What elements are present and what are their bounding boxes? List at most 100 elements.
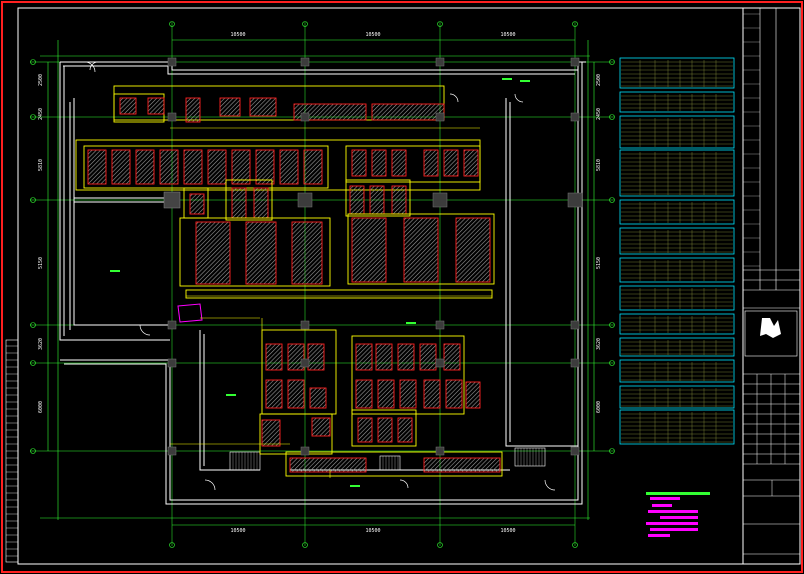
- title-block: [742, 7, 801, 565]
- equipment-outline: [259, 413, 333, 455]
- schedule-table: [619, 337, 735, 357]
- door-swing: [204, 479, 216, 491]
- column: [297, 192, 313, 208]
- note-line: [660, 516, 698, 519]
- equipment-unit: [357, 417, 373, 443]
- column: [300, 112, 310, 122]
- equipment-layout: [75, 78, 530, 487]
- equipment-unit: [185, 97, 201, 123]
- equipment-unit: [349, 185, 365, 215]
- right-dim-5: 3620: [596, 338, 602, 350]
- equipment-unit: [291, 221, 323, 285]
- column: [570, 112, 580, 122]
- column: [435, 57, 445, 67]
- note-line: [650, 528, 698, 531]
- grid-bubble: [302, 542, 308, 548]
- equipment-unit: [311, 417, 331, 437]
- grid-bubble: [609, 448, 615, 454]
- column: [432, 192, 448, 208]
- equipment-unit: [255, 149, 275, 185]
- equipment-outline: [351, 335, 465, 415]
- column: [163, 191, 181, 209]
- equipment-unit: [219, 97, 241, 117]
- equipment-unit: [375, 343, 393, 371]
- schedule-table: [619, 199, 735, 225]
- grid-bubble: [609, 114, 615, 120]
- grid-bubble: [437, 21, 443, 27]
- equipment-unit: [351, 149, 367, 177]
- equipment-unit: [231, 187, 247, 219]
- equipment-unit: [207, 149, 227, 185]
- column: [570, 446, 580, 456]
- door-swing: [449, 93, 459, 103]
- grid-bubble: [30, 448, 36, 454]
- column: [435, 320, 445, 330]
- equipment-unit: [443, 149, 459, 177]
- equipment-unit: [397, 417, 413, 443]
- tag-label: [350, 485, 360, 487]
- schedule-table: [619, 409, 735, 445]
- tag-label: [226, 394, 236, 396]
- equipment-unit: [443, 343, 461, 371]
- company-logo: [760, 318, 781, 338]
- grid-bubble: [609, 322, 615, 328]
- column: [435, 358, 445, 368]
- schedule-table: [619, 313, 735, 335]
- left-dim-6: 6000: [38, 401, 44, 413]
- column: [300, 320, 310, 330]
- door-swing: [514, 93, 524, 103]
- equipment-unit: [245, 221, 277, 285]
- equipment-unit: [445, 379, 463, 409]
- note-line: [648, 534, 670, 537]
- equipment-unit: [261, 419, 281, 447]
- equipment-unit: [377, 379, 395, 409]
- equipment-unit: [195, 221, 231, 285]
- door-swing: [89, 61, 99, 71]
- schedule-table: [619, 115, 735, 149]
- title-block-grid: [743, 13, 800, 555]
- equipment-unit: [265, 343, 283, 371]
- column: [300, 358, 310, 368]
- equipment-unit: [419, 343, 437, 371]
- left-dim-4: 5150: [38, 257, 44, 269]
- column: [567, 192, 583, 208]
- equipment-outline: [285, 451, 503, 477]
- equipment-unit: [391, 185, 407, 215]
- wall: [60, 66, 579, 501]
- schedule-table: [619, 285, 735, 311]
- equipment-unit: [111, 149, 131, 185]
- equipment-unit: [293, 103, 367, 121]
- equipment-unit: [183, 149, 203, 185]
- schedule-table: [619, 149, 735, 197]
- column: [570, 57, 580, 67]
- equipment-unit: [119, 97, 137, 115]
- equipment-unit: [399, 379, 417, 409]
- column: [167, 57, 177, 67]
- left-dim-3: 5810: [38, 159, 44, 171]
- wall: [199, 330, 260, 471]
- equipment-unit: [159, 149, 179, 185]
- equipment-unit: [279, 149, 299, 185]
- tag-label: [110, 270, 120, 272]
- company-logo-box: [744, 310, 798, 357]
- grid-bubble: [572, 21, 578, 27]
- binding-strip-lines: [6, 345, 18, 557]
- right-dim-4: 5150: [596, 257, 602, 269]
- door-swing: [544, 479, 556, 491]
- tag-label: [520, 80, 530, 82]
- equipment-unit: [253, 187, 269, 219]
- equipment-outline: [185, 289, 493, 299]
- left-dim-2: 2450: [38, 108, 44, 120]
- highlight-marker: [177, 303, 203, 323]
- stair: [379, 455, 401, 471]
- equipment-unit: [287, 379, 305, 409]
- equipment-outline: [225, 179, 273, 221]
- note-header-bar: [646, 492, 710, 495]
- note-line: [650, 497, 680, 500]
- equipment-unit: [391, 149, 407, 177]
- grid-bubble: [169, 542, 175, 548]
- right-dim-2: 2450: [596, 108, 602, 120]
- equipment-unit: [355, 379, 373, 409]
- equipment-unit: [307, 343, 325, 371]
